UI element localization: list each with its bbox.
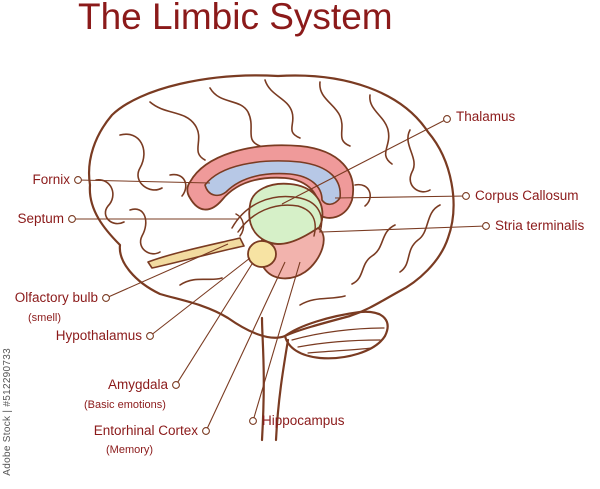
label-thalamus: Thalamus [456, 109, 516, 124]
label-olfactory-bulb: Olfactory bulb [14, 290, 98, 305]
label-fornix: Fornix [32, 172, 70, 187]
note-olfactory-bulb: (smell) [28, 312, 61, 324]
fornix-band [204, 160, 341, 206]
cerebellum-folds [291, 327, 385, 354]
leader-dots [68, 115, 490, 435]
olfactory-tract [147, 237, 245, 269]
fornix-strands [231, 195, 323, 237]
label-stria-terminalis: Stria terminalis [495, 218, 585, 233]
label-amygdala: Amygdala [107, 377, 168, 392]
label-entorhinal-cortex: Entorhinal Cortex [93, 423, 198, 438]
stock-watermark: Adobe Stock | #512290733 [2, 348, 13, 476]
note-entorhinal-cortex: (Memory) [106, 444, 154, 456]
label-hippocampus: Hippocampus [262, 413, 345, 428]
note-amygdala: (Basic emotions) [84, 399, 166, 411]
gyri [95, 79, 441, 306]
diagram-title: The Limbic System [78, 0, 393, 37]
brainstem [260, 316, 290, 442]
label-hypothalamus: Hypothalamus [55, 328, 142, 343]
label-septum: Septum [17, 211, 64, 226]
brain-outline [88, 74, 455, 339]
amygdala [247, 240, 277, 268]
cerebellum [283, 310, 389, 360]
label-corpus-callosum: Corpus Callosum [475, 188, 579, 203]
leader-lines [72, 118, 487, 432]
